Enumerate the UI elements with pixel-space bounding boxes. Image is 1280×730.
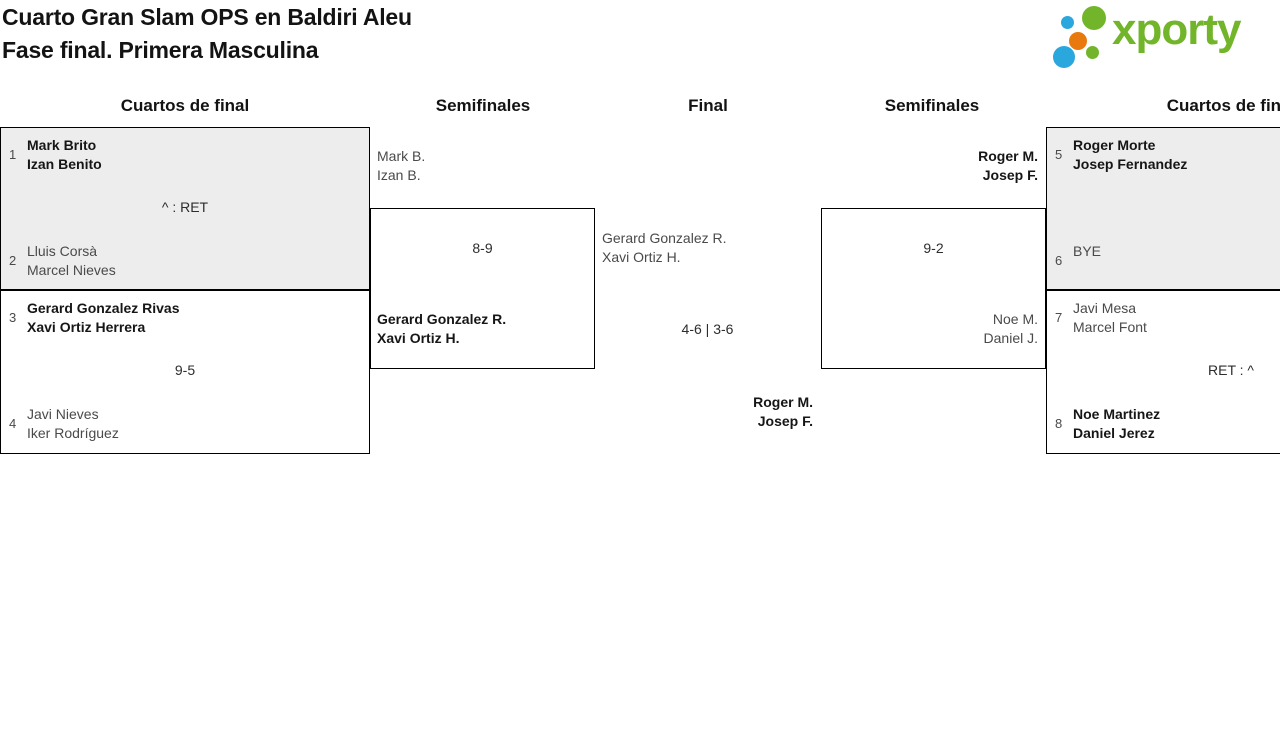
- phase-category: Fase final. Primera Masculina: [2, 37, 319, 63]
- player-name: BYE: [1073, 243, 1102, 259]
- team-qf4-top: Javi Mesa Marcel Font: [1073, 299, 1147, 337]
- player-name: Mark Brito: [27, 137, 97, 153]
- player-name: Xavi Ortiz Herrera: [27, 319, 146, 335]
- player-name: Noe Martinez: [1073, 406, 1161, 422]
- page-title: Cuarto Gran Slam OPS en Baldiri Aleu Fas…: [2, 1, 412, 67]
- seed-number: 4: [9, 416, 17, 431]
- round-header-semifinals-left: Semifinales: [435, 96, 531, 115]
- logo-dot-green-small-icon: [1086, 46, 1099, 59]
- player-name: Xavi Ortiz H.: [602, 249, 681, 265]
- player-name: Roger M.: [978, 148, 1038, 164]
- seed-number: 8: [1055, 416, 1063, 431]
- seed-number: 5: [1055, 147, 1063, 162]
- seed-number: 7: [1055, 310, 1063, 325]
- player-name: Noe M.: [992, 311, 1038, 327]
- team-sf1-top: Mark B. Izan B.: [377, 147, 425, 185]
- player-name: Roger M.: [753, 394, 813, 410]
- match-qf4[interactable]: 7 Javi Mesa Marcel Font RET : ^ 8 Noe Ma…: [1046, 290, 1280, 454]
- player-name: Lluis Corsà: [27, 243, 98, 259]
- round-header-final: Final: [688, 96, 728, 115]
- player-name: Gerard Gonzalez R.: [602, 230, 727, 246]
- match-qf2[interactable]: 3 Gerard Gonzalez Rivas Xavi Ortiz Herre…: [0, 290, 370, 454]
- team-final-bottom: Roger M. Josep F.: [596, 393, 813, 431]
- final-score: 4-6 | 3-6: [681, 321, 734, 337]
- seed-number: 3: [9, 310, 17, 325]
- player-name: Izan Benito: [27, 156, 102, 172]
- seed-number: 6: [1055, 253, 1063, 268]
- match-qf3[interactable]: 5 Roger Morte Josep Fernandez 6 BYE: [1046, 127, 1280, 290]
- team-qf1-top: Mark Brito Izan Benito: [27, 136, 102, 174]
- team-qf3-bottom: BYE: [1073, 242, 1101, 261]
- player-name: Josep F.: [982, 167, 1038, 183]
- player-name: Josep Fernandez: [1073, 156, 1188, 172]
- team-final-top: Gerard Gonzalez R. Xavi Ortiz H.: [602, 229, 727, 267]
- team-sf2-bottom: Noe M. Daniel J.: [984, 310, 1038, 348]
- logo-dot-orange-icon: [1069, 32, 1087, 50]
- player-name: Izan B.: [377, 167, 421, 183]
- match-qf1[interactable]: 1 Mark Brito Izan Benito ^ : RET 2 Lluis…: [0, 127, 370, 290]
- logo-wordmark: xporty: [1112, 5, 1241, 54]
- team-sf2-top: Roger M. Josep F.: [821, 147, 1038, 185]
- player-name: Josep F.: [757, 413, 813, 429]
- tournament-name: Cuarto Gran Slam OPS en Baldiri Aleu: [2, 4, 412, 30]
- match-score: 8-9: [472, 240, 493, 256]
- player-name: Mark B.: [377, 148, 426, 164]
- round-header-semifinals-right: Semifinales: [884, 96, 980, 115]
- logo-dot-green-large-icon: [1082, 6, 1106, 30]
- player-name: Gerard Gonzalez Rivas: [27, 300, 180, 316]
- logo-dot-blue-large-icon: [1053, 46, 1075, 68]
- match-score: 9-5: [174, 362, 196, 378]
- team-qf2-bottom: Javi Nieves Iker Rodríguez: [27, 405, 119, 443]
- team-qf3-top: Roger Morte Josep Fernandez: [1073, 136, 1187, 174]
- seed-number: 2: [9, 253, 17, 268]
- player-name: Marcel Nieves: [27, 262, 116, 278]
- player-name: Roger Morte: [1073, 137, 1156, 153]
- match-score: ^ : RET: [161, 199, 209, 215]
- team-qf1-bottom: Lluis Corsà Marcel Nieves: [27, 242, 116, 280]
- logo-dot-blue-small-icon: [1061, 16, 1074, 29]
- player-name: Marcel Font: [1073, 319, 1147, 335]
- player-name: Daniel J.: [983, 330, 1038, 346]
- seed-number: 1: [9, 147, 17, 162]
- team-qf2-top: Gerard Gonzalez Rivas Xavi Ortiz Herrera: [27, 299, 180, 337]
- match-score: RET : ^: [1208, 362, 1254, 378]
- player-name: Javi Nieves: [27, 406, 99, 422]
- player-name: Gerard Gonzalez R.: [377, 311, 507, 327]
- player-name: Daniel Jerez: [1073, 425, 1155, 441]
- player-name: Javi Mesa: [1073, 300, 1137, 316]
- match-sf2[interactable]: 9-2 Noe M. Daniel J.: [821, 208, 1046, 369]
- round-header-quarterfinals-right: Cuartos de final: [1166, 96, 1280, 115]
- player-name: Iker Rodríguez: [27, 425, 119, 441]
- team-qf4-bottom: Noe Martinez Daniel Jerez: [1073, 405, 1160, 443]
- player-name: Xavi Ortiz H.: [377, 330, 460, 346]
- match-sf1[interactable]: 8-9 Gerard Gonzalez R. Xavi Ortiz H.: [370, 208, 595, 369]
- round-header-quarterfinals-left: Cuartos de final: [120, 96, 250, 115]
- team-sf1-bottom: Gerard Gonzalez R. Xavi Ortiz H.: [377, 310, 506, 348]
- match-score: 9-2: [923, 240, 944, 256]
